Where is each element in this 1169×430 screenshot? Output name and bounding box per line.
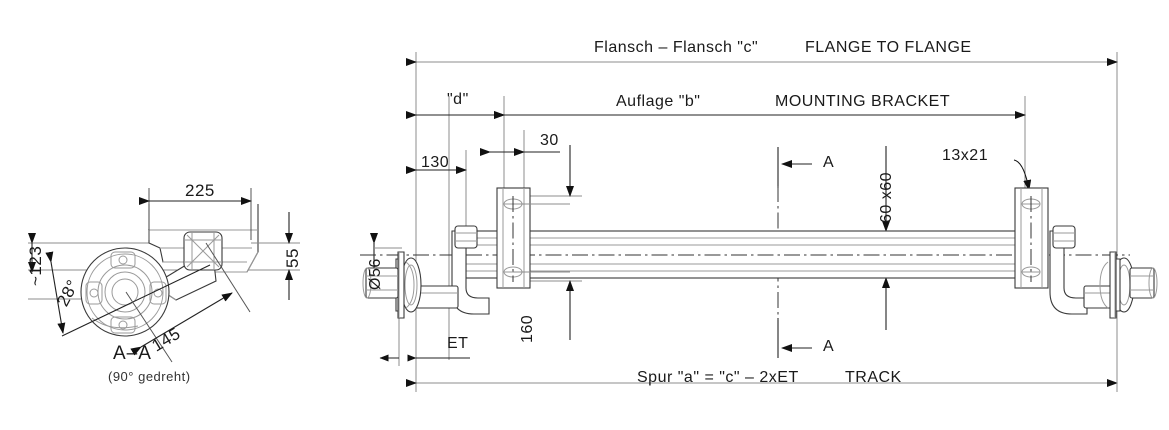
label-flange-to-flange: FLANGE TO FLANGE bbox=[805, 39, 972, 56]
section-marker-a-top bbox=[777, 147, 812, 188]
axle-tube bbox=[360, 230, 1130, 279]
mounting-bracket-left bbox=[496, 187, 570, 289]
dimension-30 bbox=[480, 148, 560, 156]
section-marker-label-bottom: A bbox=[823, 338, 835, 355]
dimension-55 bbox=[251, 212, 300, 300]
section-marker-label-top: A bbox=[823, 154, 835, 171]
dim-label-225: 225 bbox=[185, 181, 215, 200]
section-view-aa bbox=[28, 188, 300, 363]
dim-label-13x21: 13x21 bbox=[942, 147, 989, 164]
dim-label-et: ET bbox=[447, 335, 469, 352]
section-caption-aa: A–A bbox=[113, 343, 152, 364]
dim-label-diameter-56: Ø56 bbox=[367, 258, 384, 290]
dim-label-60x60: 60 x60 bbox=[878, 171, 895, 223]
dimension-160 bbox=[530, 145, 582, 340]
label-mounting-bracket: MOUNTING BRACKET bbox=[775, 93, 951, 110]
section-hub-flange bbox=[80, 247, 170, 337]
label-auflage-b: Auflage "b" bbox=[616, 93, 701, 110]
section-subcaption: (90° gedreht) bbox=[108, 369, 191, 384]
dim-label-30: 30 bbox=[540, 132, 559, 149]
label-track: TRACK bbox=[845, 369, 902, 386]
stub-axle-left bbox=[362, 225, 490, 319]
main-elevation-view bbox=[360, 52, 1158, 392]
label-flansch-flansch: Flansch – Flansch "c" bbox=[594, 39, 759, 56]
section-marker-a-bottom bbox=[777, 318, 812, 358]
dim-label-130: 130 bbox=[421, 154, 450, 171]
section-torsion-block bbox=[183, 231, 223, 271]
stub-axle-right bbox=[1049, 225, 1158, 392]
label-spur-a: Spur "a" = "c" – 2xET bbox=[637, 369, 799, 386]
dimension-225 bbox=[139, 188, 252, 240]
label-d: "d" bbox=[447, 91, 469, 108]
mounting-bracket-right bbox=[1014, 187, 1049, 289]
leader-13x21 bbox=[1013, 159, 1032, 191]
dim-label-160: 160 bbox=[519, 314, 536, 343]
dim-label-55: 55 bbox=[283, 248, 302, 268]
dim-label-123: ~123 bbox=[26, 245, 45, 286]
dimension-145 bbox=[125, 242, 251, 363]
dimension-et bbox=[379, 300, 470, 366]
